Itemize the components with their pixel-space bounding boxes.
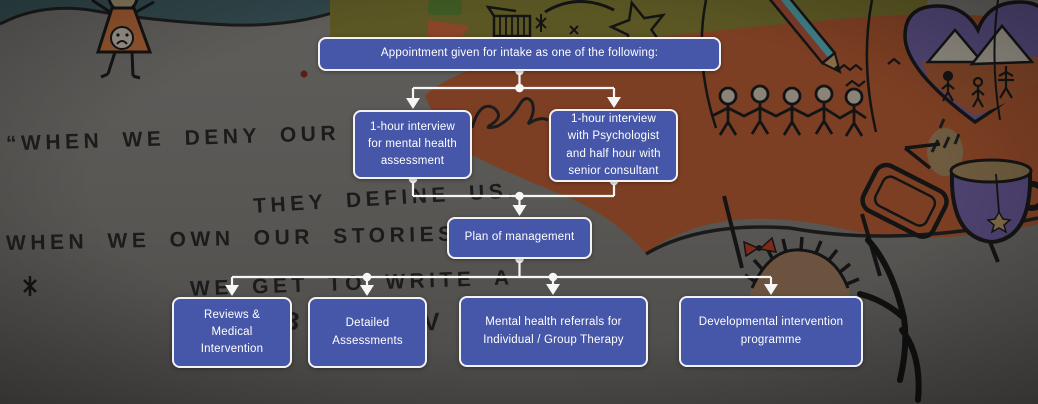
arrow-down-icon [607,97,621,108]
flow-node-label: Reviews & Medical Intervention [200,308,264,356]
connector-lines [230,71,773,286]
arrow-down-icon [512,205,527,216]
flow-node-label: 1-hour interview with Psychologist and h… [566,113,661,177]
flow-node-intake: Appointment given for intake as one of t… [318,37,721,71]
flow-node-label: Plan of management [464,231,575,244]
flow-node-label: Developmental intervention programme [698,316,844,346]
arrow-down-icons [225,97,778,296]
flow-node-label: Detailed Assessments [332,317,403,347]
flow-node-label: Appointment given for intake as one of t… [380,47,659,60]
arrow-down-icon [406,98,420,109]
arrow-down-icon [360,285,374,296]
flow-node-label: 1-hour interview for mental health asses… [367,120,458,168]
arrow-down-icon [225,285,239,296]
flow-node-developmental-programme: Developmental intervention programme [679,296,863,367]
flow-node-interview-psychologist: 1-hour interview with Psychologist and h… [549,109,678,182]
flow-node-mental-health-referrals: Mental health referrals for Individual /… [459,296,648,367]
flow-node-interview-mental-health: 1-hour interview for mental health asses… [353,110,472,179]
flow-node-detailed-assessments: Detailed Assessments [308,297,427,368]
flow-node-label: Mental health referrals for Individual /… [483,316,624,346]
arrow-down-icon [546,284,560,295]
flow-node-plan-of-management: Plan of management [447,217,592,259]
arrow-down-icon [764,284,778,295]
flow-node-reviews-medical: Reviews & Medical Intervention [172,297,292,368]
